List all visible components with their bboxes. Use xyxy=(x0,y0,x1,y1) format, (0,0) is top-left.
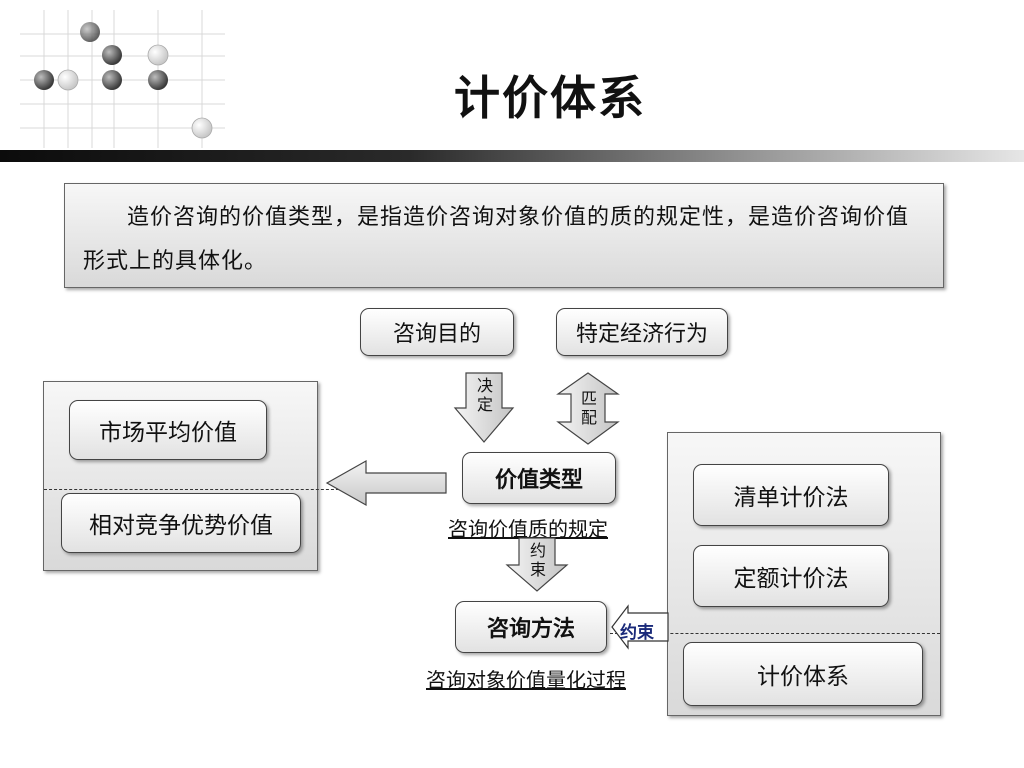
value-type-caption: 咨询价值质的规定 xyxy=(448,517,608,541)
market-average-value-label: 市场平均价值 xyxy=(99,420,237,446)
consult-purpose-box: 咨询目的 xyxy=(360,308,514,356)
match-label: 匹配 xyxy=(580,389,597,427)
value-type-label: 价值类型 xyxy=(494,467,583,493)
decide-label: 决定 xyxy=(476,376,493,414)
value-type-left-arrow xyxy=(325,459,447,507)
economic-behavior-box: 特定经济行为 xyxy=(556,308,728,356)
intro-text: 造价咨询的价值类型，是指造价咨询对象价值的质的规定性，是造价咨询价值形式上的具体… xyxy=(83,205,910,274)
bill-pricing-label: 清单计价法 xyxy=(733,485,849,511)
consult-purpose-label: 咨询目的 xyxy=(392,322,481,347)
consult-method-label: 咨询方法 xyxy=(486,616,575,642)
right-panel-divider xyxy=(610,633,940,634)
title-underline-bar xyxy=(0,150,1024,162)
match-double-arrow xyxy=(556,372,620,445)
constrain-down-arrow xyxy=(505,537,569,592)
consult-method-caption: 咨询对象价值量化过程 xyxy=(426,668,626,692)
value-type-box: 价值类型 xyxy=(462,452,616,504)
bill-pricing-box: 清单计价法 xyxy=(693,464,889,526)
left-panel-divider xyxy=(44,489,344,490)
quota-pricing-box: 定额计价法 xyxy=(693,545,889,607)
economic-behavior-label: 特定经济行为 xyxy=(575,322,708,347)
quota-pricing-label: 定额计价法 xyxy=(733,566,849,592)
constrain-down-label: 约束 xyxy=(529,541,546,579)
relative-advantage-value-box: 相对竞争优势价值 xyxy=(61,493,301,553)
pricing-system-label: 计价体系 xyxy=(757,664,849,690)
pricing-system-box: 计价体系 xyxy=(683,642,923,706)
consult-method-box: 咨询方法 xyxy=(455,601,607,653)
intro-box: 造价咨询的价值类型，是指造价咨询对象价值的质的规定性，是造价咨询价值形式上的具体… xyxy=(64,183,944,288)
constrain-left-label: 约束 xyxy=(620,623,654,643)
go-board-decoration xyxy=(20,10,225,148)
constrain-left-arrow xyxy=(611,604,669,650)
decide-arrow xyxy=(453,372,515,443)
market-average-value-box: 市场平均价值 xyxy=(69,400,267,460)
relative-advantage-value-label: 相对竞争优势价值 xyxy=(89,513,273,539)
slide-title: 计价体系 xyxy=(454,71,646,125)
